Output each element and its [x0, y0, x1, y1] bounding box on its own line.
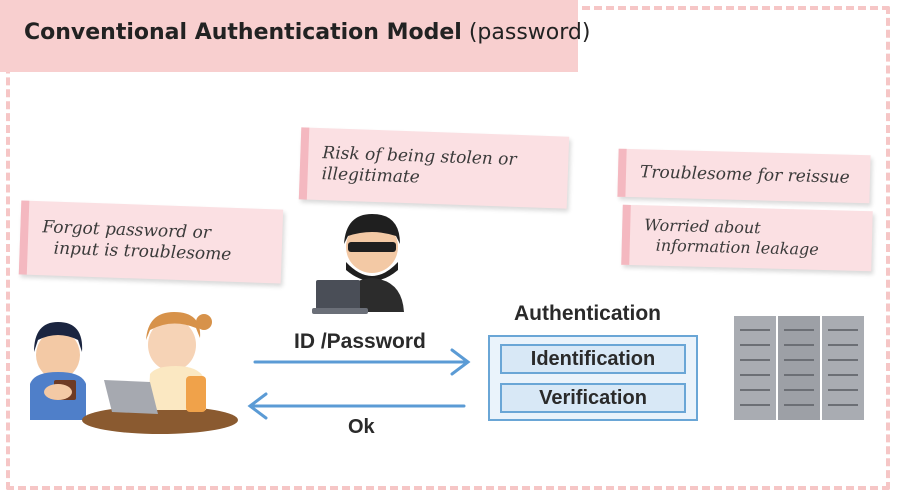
server-rack-icon — [734, 316, 864, 420]
page-title: Conventional Authentication Model (passw… — [24, 20, 590, 45]
request-label: ID /Password — [294, 330, 426, 353]
woman-with-laptop-icon — [82, 312, 238, 434]
authentication-box: Identification Verification — [488, 335, 698, 421]
verification-item: Verification — [500, 383, 686, 413]
title-bold: Conventional Authentication Model — [24, 20, 462, 45]
authentication-heading: Authentication — [514, 302, 661, 325]
title-bar: Conventional Authentication Model (passw… — [0, 0, 590, 72]
identification-item: Identification — [500, 344, 686, 374]
title-rest: (password) — [468, 20, 591, 45]
response-arrow — [247, 392, 466, 420]
attacker-icon — [312, 214, 404, 314]
boy-with-phone-icon — [30, 322, 86, 420]
request-arrow — [253, 348, 471, 376]
response-label: Ok — [348, 416, 375, 438]
